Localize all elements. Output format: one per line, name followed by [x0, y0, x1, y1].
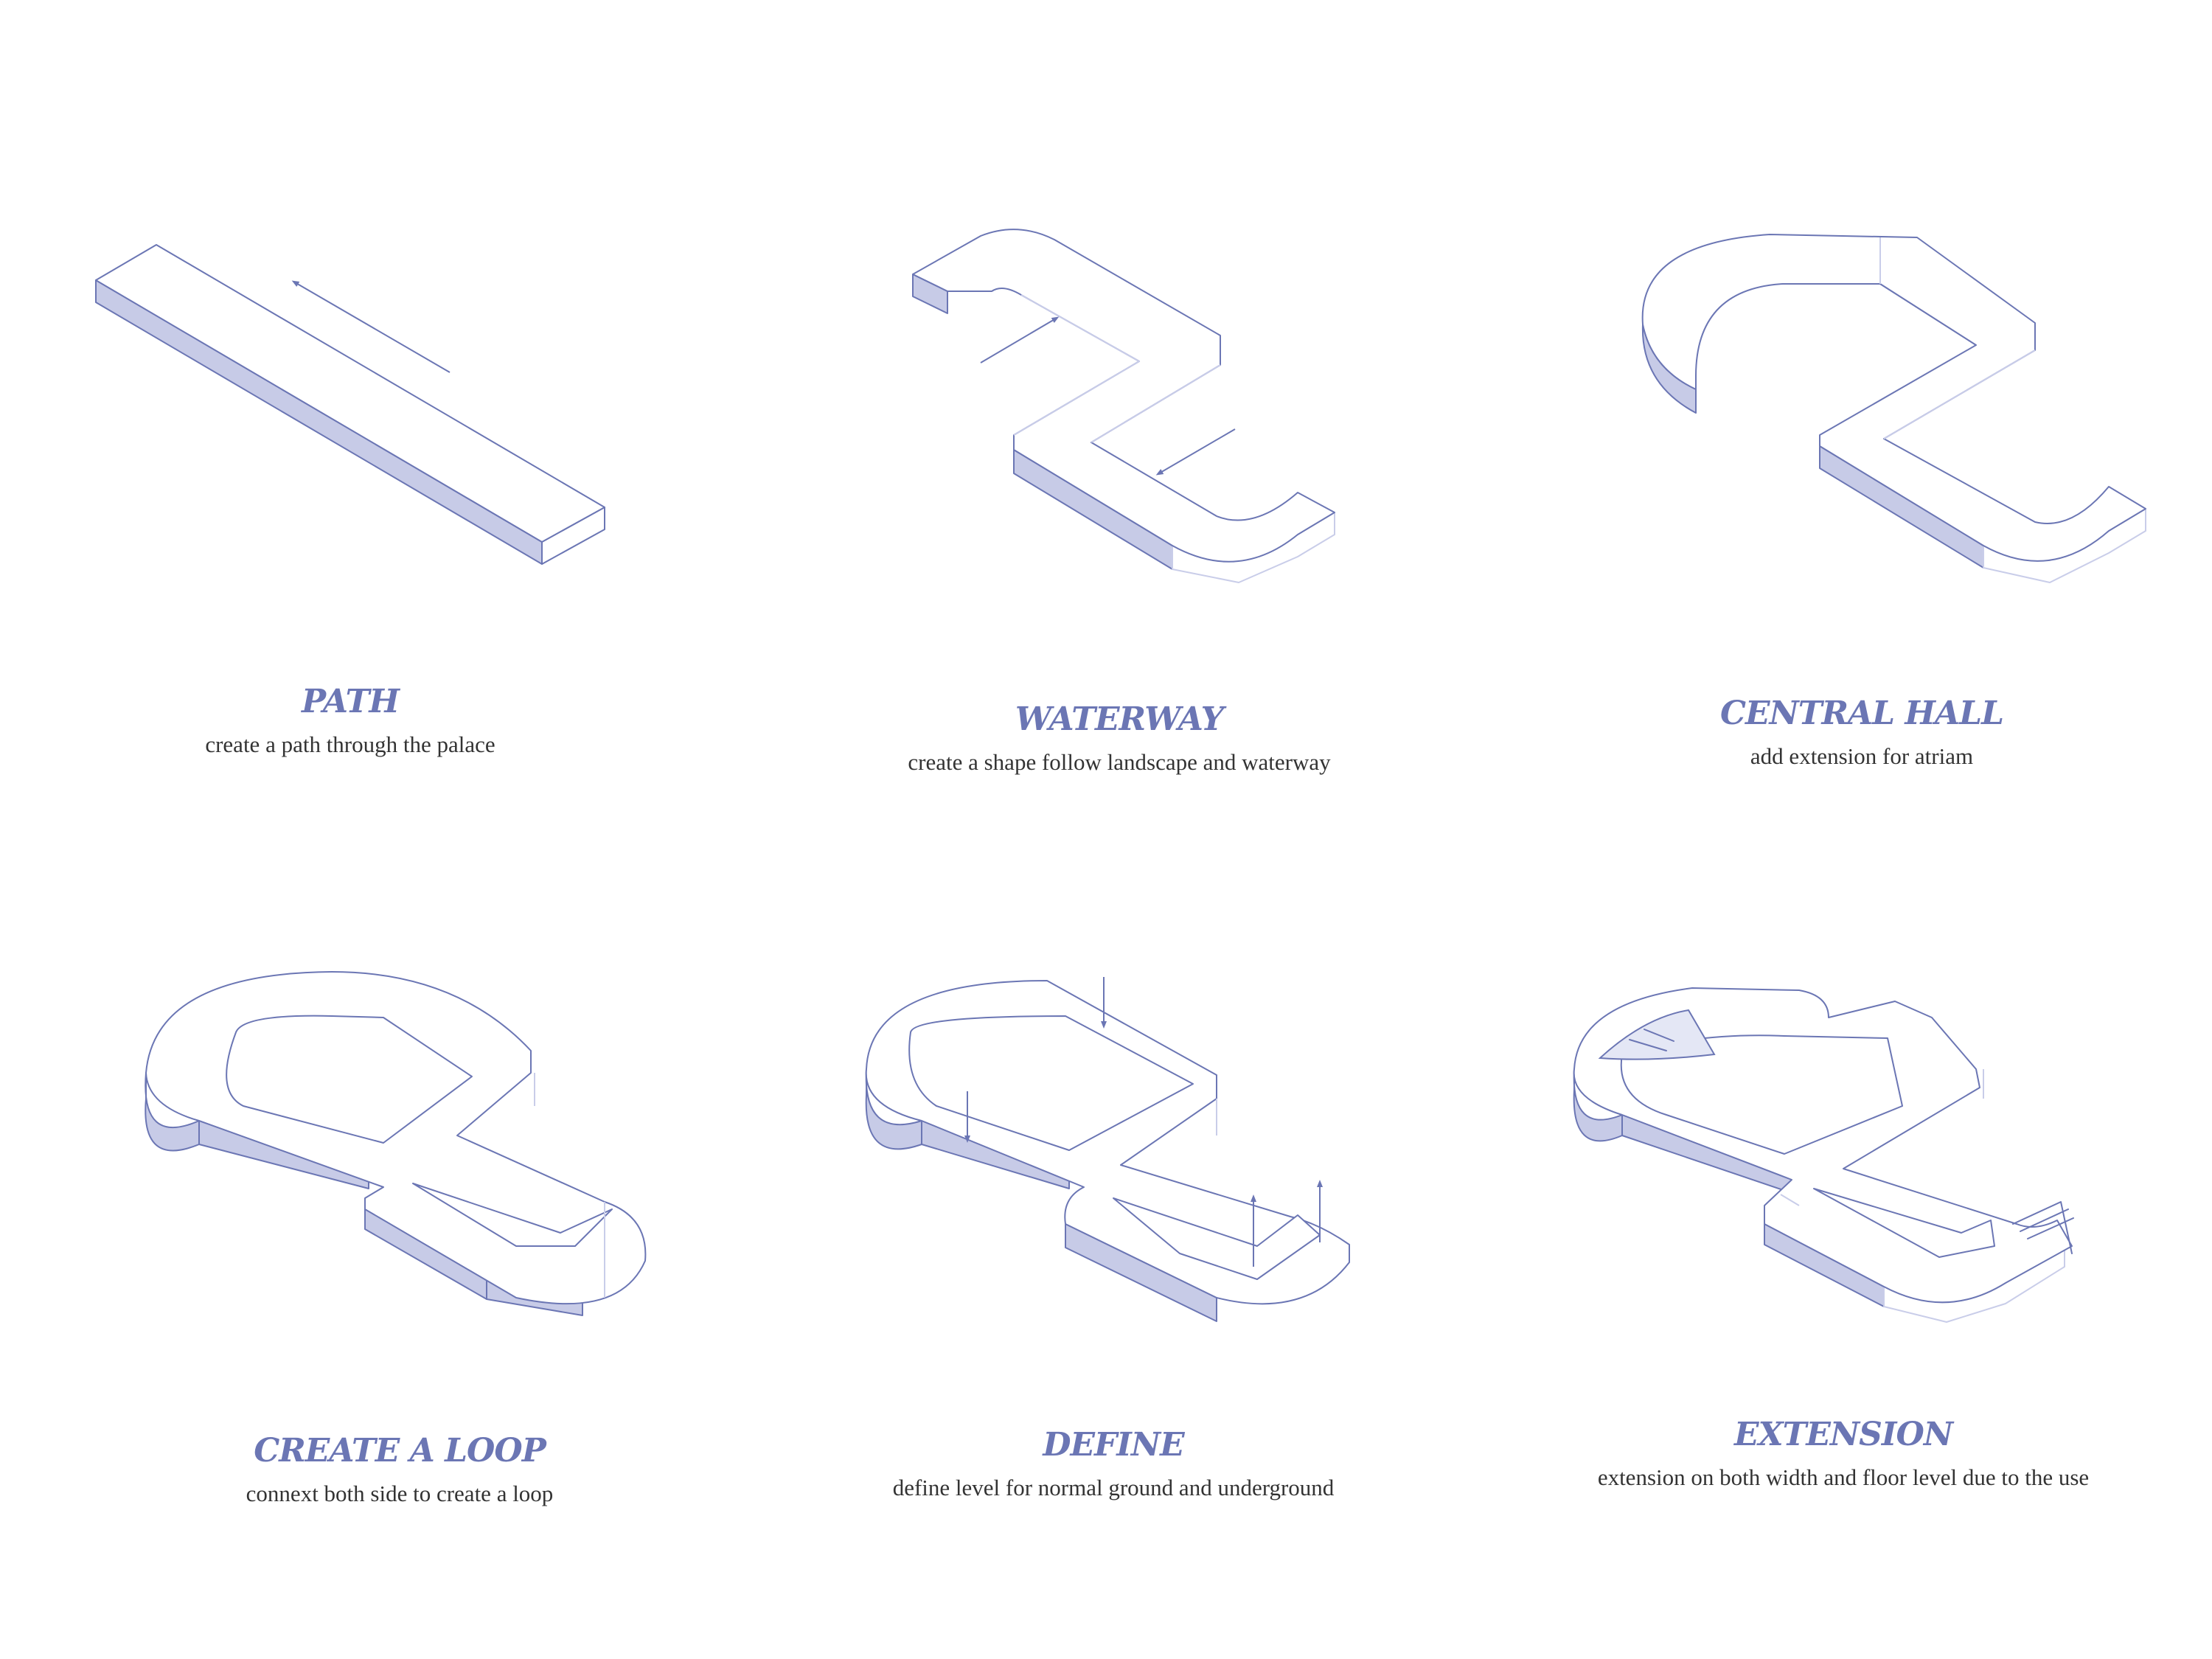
- panel-title: CREATE A LOOP: [31, 1430, 768, 1472]
- panel-description: add extension for atriam: [1493, 742, 2212, 771]
- panel-caption-central-hall: CENTRAL HALL add extension for atriam: [1493, 693, 2212, 771]
- extension-massing: [1574, 988, 2073, 1322]
- panel-caption-extension: EXTENSION extension on both width and fl…: [1475, 1414, 2212, 1492]
- panel-description: extension on both width and floor level …: [1475, 1463, 2212, 1492]
- panel-caption-path: PATH create a path through the palace: [0, 681, 719, 759]
- panel-title: PATH: [0, 681, 719, 723]
- panel-title: WATERWAY: [751, 699, 1488, 740]
- waterway-flow-arrow-lower: [1159, 429, 1235, 473]
- panel-description: connext both side to create a loop: [31, 1479, 768, 1509]
- waterway-flow-arrow-upper: [981, 319, 1056, 363]
- central-hall-massing: [1643, 234, 2146, 582]
- panel-caption-create-loop: CREATE A LOOP connext both side to creat…: [31, 1430, 768, 1509]
- panel-description: define level for normal ground and under…: [745, 1473, 1482, 1503]
- panel-description: create a path through the palace: [0, 730, 719, 759]
- panel-caption-define: DEFINE define level for normal ground an…: [745, 1425, 1482, 1503]
- waterway-massing: [913, 229, 1335, 582]
- panel-title: EXTENSION: [1475, 1414, 2212, 1455]
- panel-title: DEFINE: [745, 1425, 1482, 1466]
- panel-description: create a shape follow landscape and wate…: [751, 748, 1488, 777]
- loop-massing: [145, 972, 645, 1315]
- path-massing: [96, 245, 605, 564]
- panel-caption-waterway: WATERWAY create a shape follow landscape…: [751, 699, 1488, 777]
- panel-title: CENTRAL HALL: [1493, 693, 2212, 734]
- define-massing: [866, 977, 1349, 1321]
